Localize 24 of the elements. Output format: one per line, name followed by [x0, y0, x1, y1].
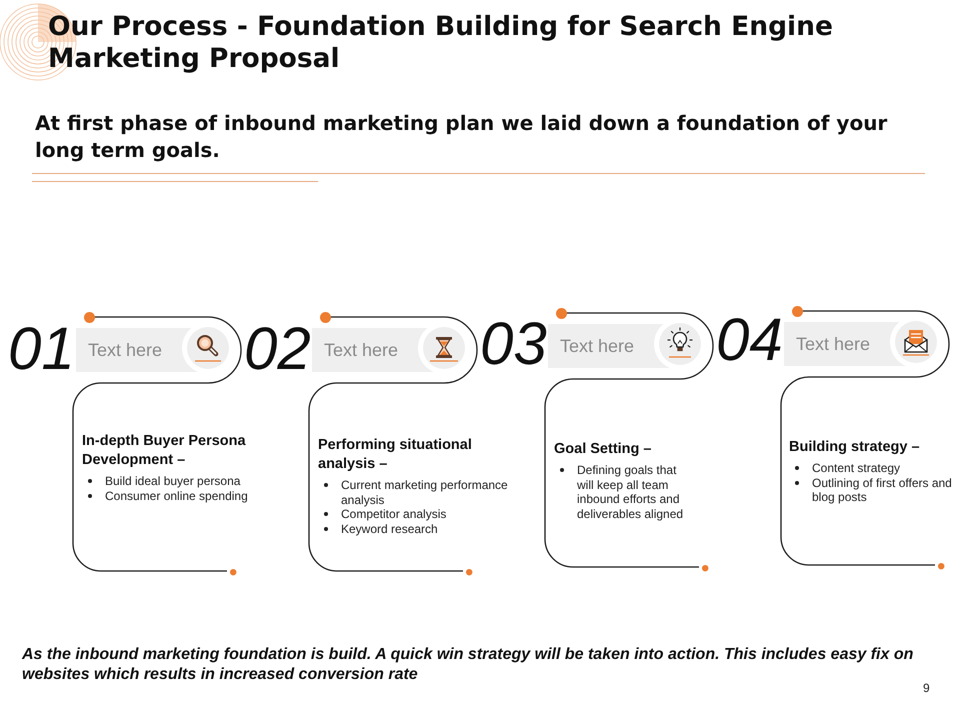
bullet-item: Competitor analysis: [341, 507, 448, 522]
step-heading: In-depth Buyer Persona Development –: [82, 432, 247, 470]
step-heading: Performing situational analysis –: [318, 436, 473, 474]
step-number: 01: [8, 319, 75, 379]
page-number: 9: [923, 681, 930, 695]
bullet-item: Consumer online spending: [105, 488, 249, 503]
subtitle-text: At first phase of inbound marketing plan we laid down a foundation of your long term goals.: [35, 110, 888, 164]
bullet-item: Current marketing performance analysis: [341, 478, 509, 507]
footer-note: As the inbound marketing foundation is build. A quick win strategy will be taken into action. This includes easy fix on websites which results in increased conversion rate: [22, 645, 914, 685]
step-number: 04: [716, 310, 783, 370]
bullet-item: Outlining of first offers and blog posts: [812, 476, 953, 504]
placeholder-text: Text here: [88, 339, 162, 361]
step-number: 02: [244, 319, 311, 379]
step-heading: Goal Setting –: [554, 440, 652, 459]
step-heading: Building strategy –: [789, 438, 921, 457]
placeholder-text: Text here: [796, 333, 870, 355]
placeholder-text: Text here: [560, 335, 634, 357]
placeholder-text: Text here: [324, 339, 398, 361]
slide-title: Our Process - Foundation Building for Search Engine Marketing Proposal: [48, 11, 834, 75]
bullet-item: Content strategy: [812, 461, 902, 476]
bullet-item: Build ideal buyer persona: [105, 474, 242, 488]
bullet-item: Keyword research: [341, 522, 439, 536]
bullet-item: Defining goals that will keep all team inbound efforts and deliverables aligned: [577, 463, 684, 521]
step-number: 03: [480, 314, 547, 374]
